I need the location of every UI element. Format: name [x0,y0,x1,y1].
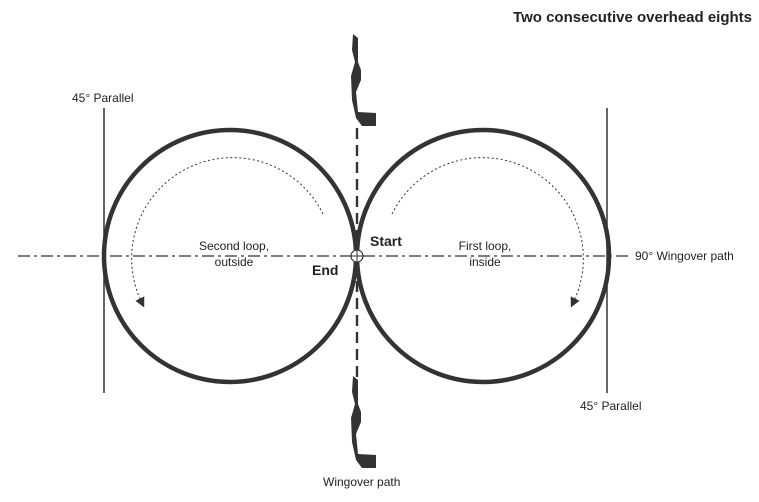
label-second-loop-line1: Second loop, [199,239,269,253]
first-loop-direction-arrow [391,157,584,308]
label-second-loop-line2: outside [215,255,254,269]
label-parallel-right: 45° Parallel [580,399,642,413]
label-parallel-left: 45° Parallel [72,91,134,105]
aircraft-silhouette-bottom-icon [351,376,376,468]
diagram-title: Two consecutive overhead eights [513,9,752,26]
label-first-loop-line1: First loop, [459,239,512,253]
aircraft-silhouette-top-icon [351,34,376,126]
label-wingover-vertical: Wingover path [323,475,400,489]
label-end: End [312,262,338,278]
label-first-loop-line2: inside [469,255,501,269]
second-loop-direction-arrow [131,157,324,308]
label-wingover-horizontal: 90° Wingover path [635,249,734,263]
label-start: Start [370,233,402,249]
